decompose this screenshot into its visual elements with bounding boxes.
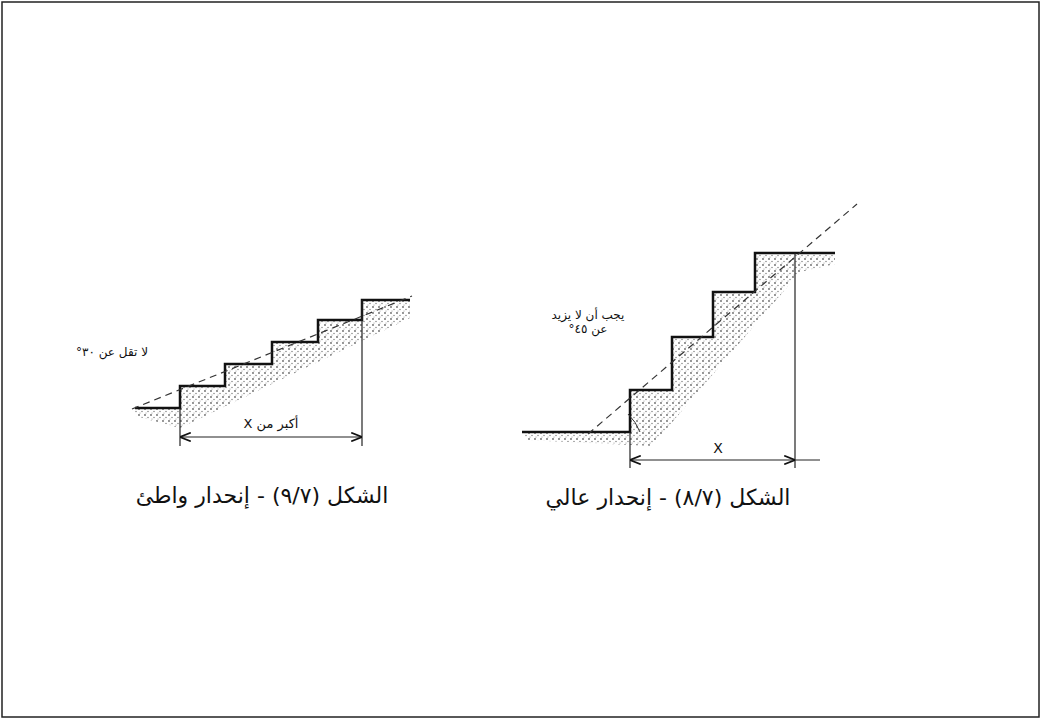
dimension-label: X [710, 440, 726, 457]
low-slope-stairs [132, 296, 412, 446]
figure-caption: الشكل (٩/٧) - إنحدار واطئ [136, 483, 389, 509]
steep-slope-stairs [522, 204, 857, 468]
angle-note: لا تقل عن ٣٠° [76, 345, 148, 359]
dimension-label: أكبر من X [241, 416, 302, 432]
figure-caption: الشكل (٨/٧) - إنحدار عالي [546, 485, 791, 511]
angle-note: يجب أن لا يزيد عن ٤٥° [543, 308, 633, 337]
